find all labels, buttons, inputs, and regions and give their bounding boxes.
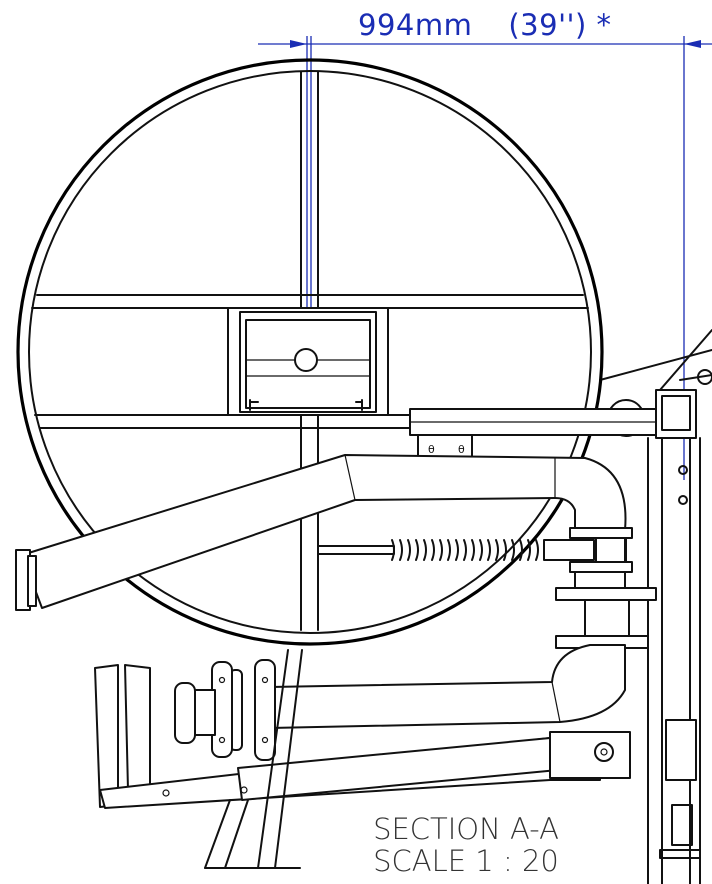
swing-arm: θ θ [409,408,661,461]
lower-pipe [174,644,626,761]
svg-text:θ: θ [428,443,435,456]
dimension-metric: 994mm [358,8,473,42]
section-title: SECTION A-A [373,812,559,846]
svg-text:θ: θ [458,443,465,456]
base-frame [94,649,631,869]
vertical-post [647,389,701,884]
reel-wheel [16,58,604,646]
dimension-imperial: (39'') * [508,8,612,42]
dimension-label: 994mm (39'') * [358,8,612,42]
upper-pipe [15,454,627,611]
scale-label: SCALE 1 : 20 [373,844,559,878]
spring-cylinder [317,527,633,573]
